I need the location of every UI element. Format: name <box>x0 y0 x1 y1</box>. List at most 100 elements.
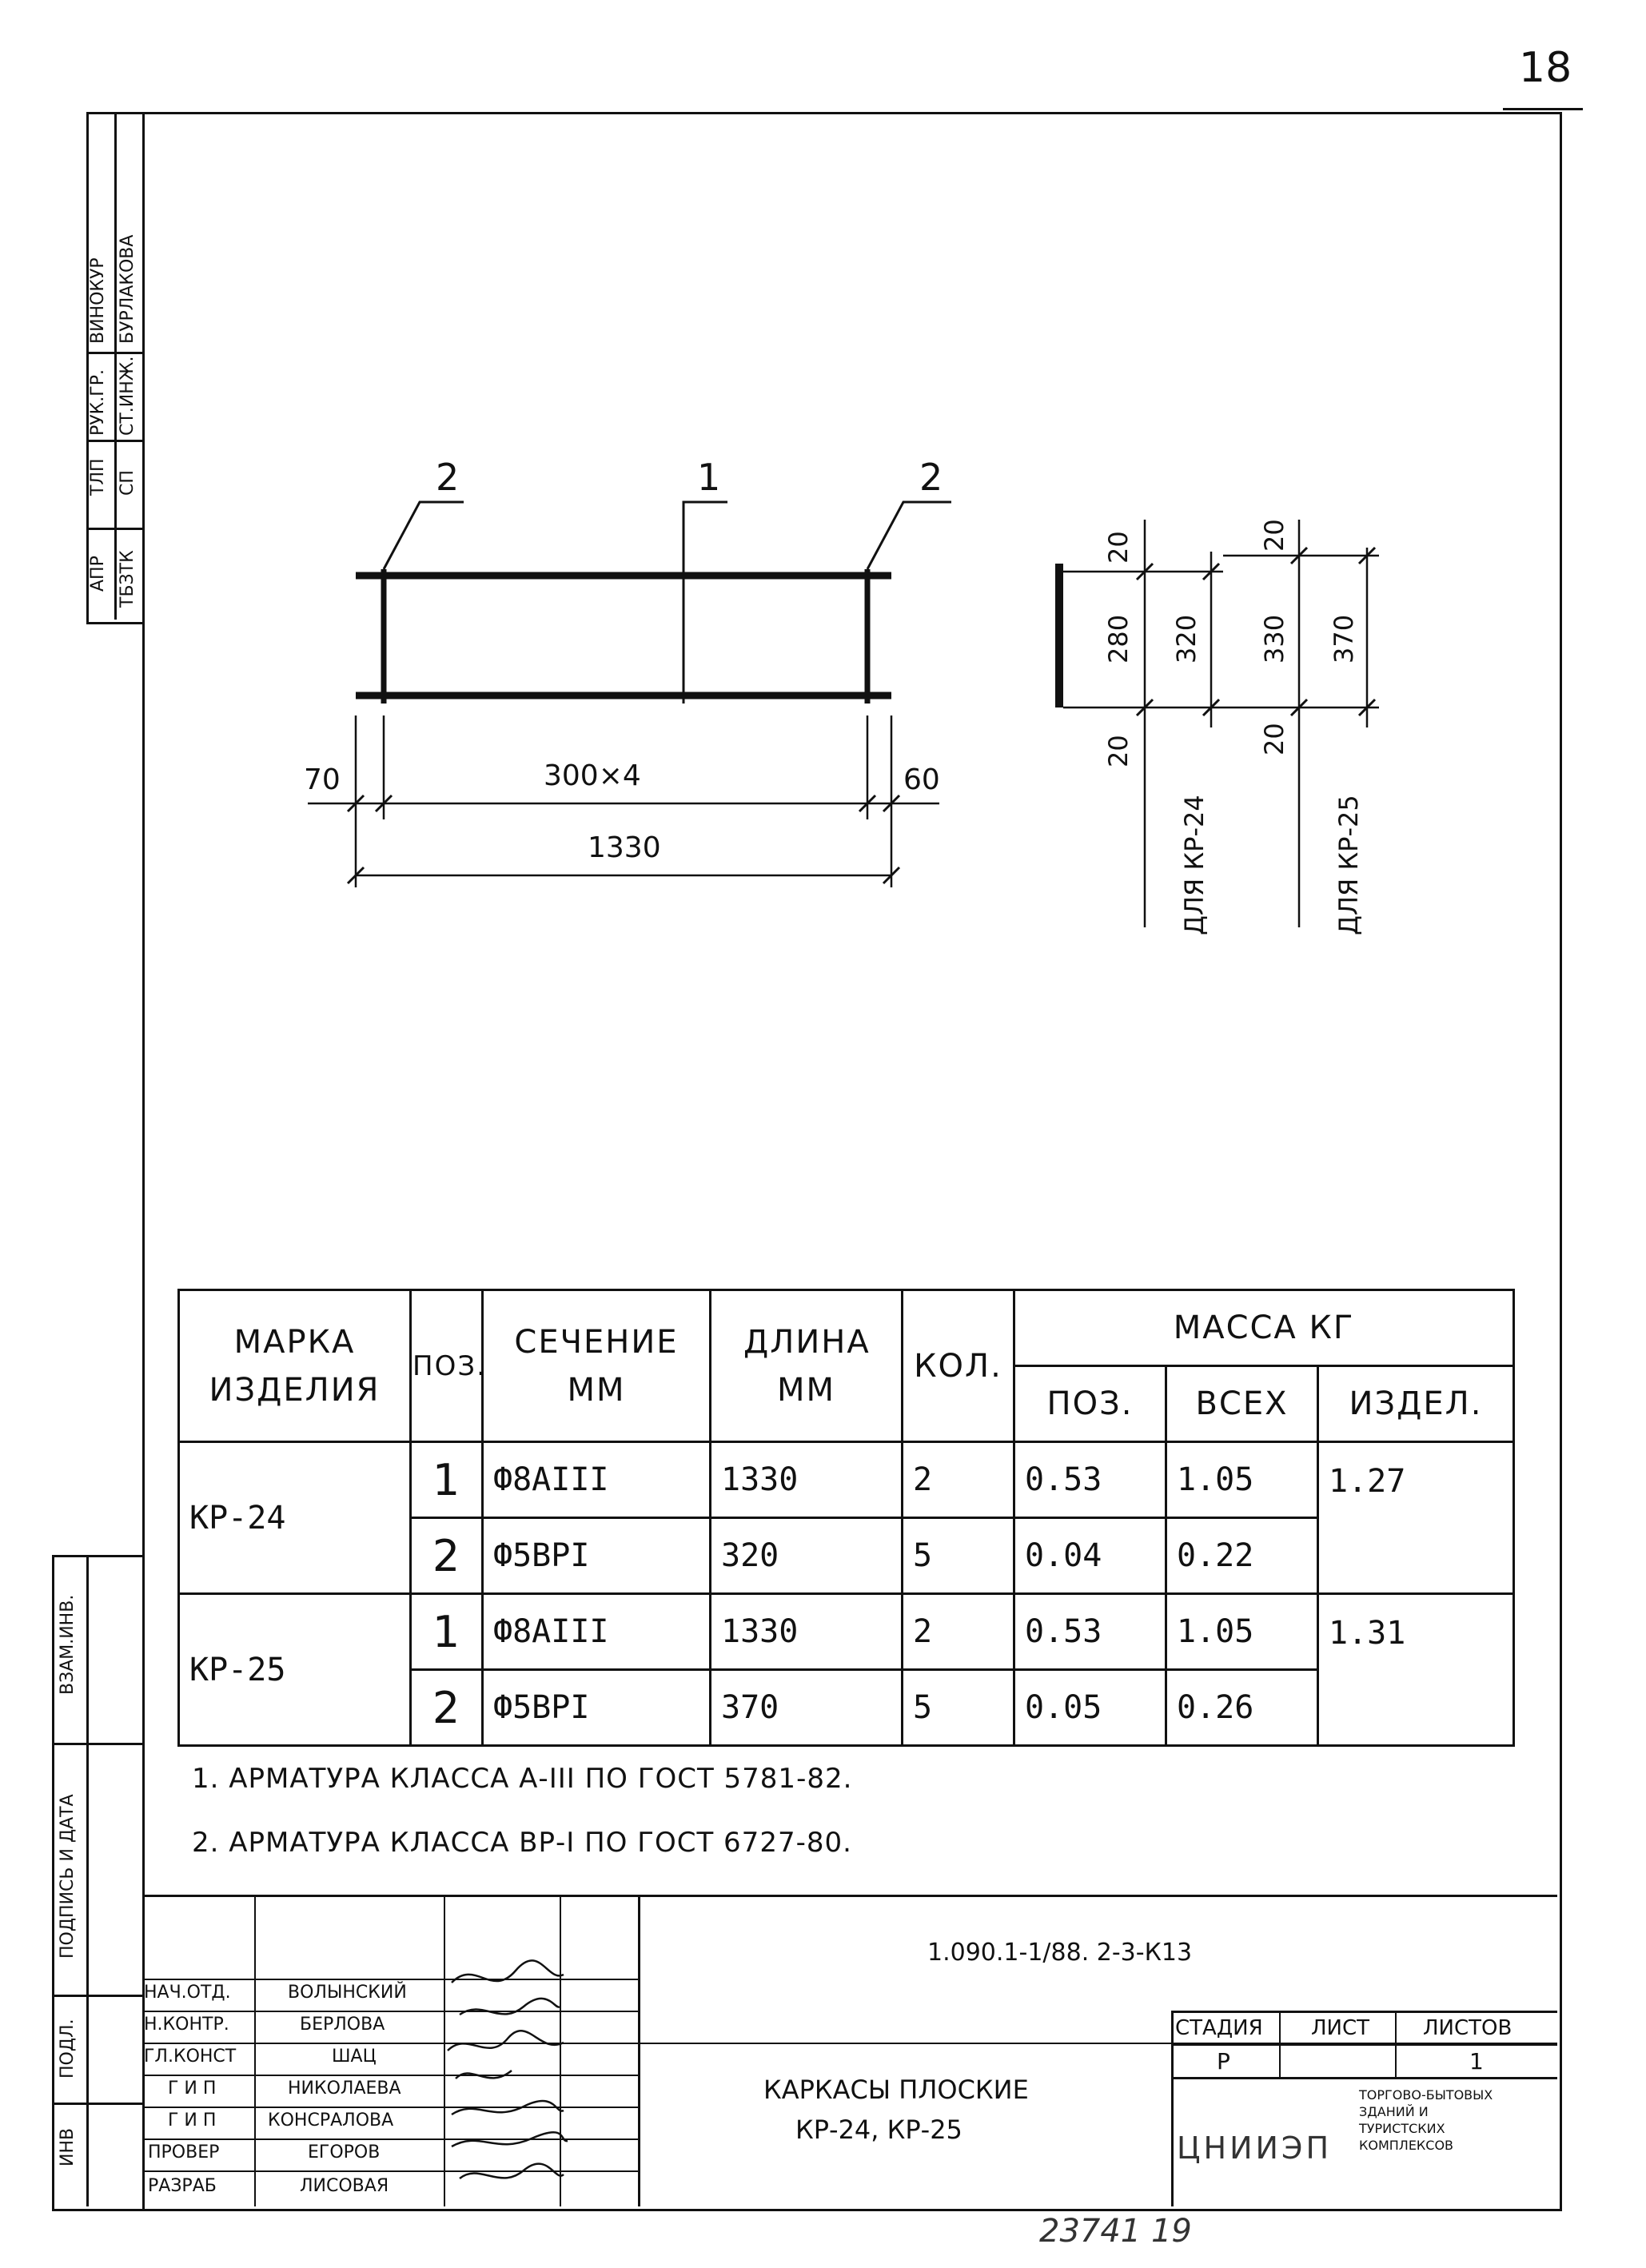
side-label-podpis-data: ПОДПИСЬ И ДАТА <box>58 1794 78 1959</box>
stage-label: СТАДИЯ <box>1175 2016 1263 2040</box>
cell-mass-item: 1.27 <box>1317 1441 1515 1595</box>
cell-mass-all: 1.05 <box>1165 1441 1319 1519</box>
header-mass: МАССА КГ <box>1013 1289 1515 1367</box>
bottom-handwritten-number: 23741 19 <box>1039 2213 1192 2250</box>
header-mass-pos: ПОЗ. <box>1013 1365 1167 1443</box>
sec24-dim-bottom: 20 <box>1103 735 1134 767</box>
sec25-caption: ДЛЯ КР-25 <box>1333 795 1364 935</box>
sig-name-4: КОНСРАЛОВА <box>268 2111 394 2130</box>
sec25-dim-total: 370 <box>1329 614 1359 664</box>
sheet-frame <box>142 112 1562 2211</box>
header-pos: ПОЗ. <box>409 1289 485 1443</box>
dim-label-spacing: 300×4 <box>544 759 641 792</box>
note-2: 2. АРМАТУРА КЛАССА ВР-I ПО ГОСТ 6727-80. <box>192 1827 852 1859</box>
dim-label-overall: 1330 <box>588 831 661 864</box>
note-1: 1. АРМАТУРА КЛАССА А-III ПО ГОСТ 5781-82… <box>192 1763 853 1795</box>
sig-name-0: ВОЛЫНСКИЙ <box>288 1983 407 2003</box>
header-mass-all: ВСЕХ <box>1165 1365 1319 1443</box>
sig-role-6: РАЗРАБ <box>148 2176 217 2196</box>
document-code: 1.090.1-1/88. 2-3-К13 <box>927 1939 1193 1967</box>
leader-label-left: 2 <box>436 456 460 499</box>
side-label-inv: ИНВ <box>58 2127 78 2166</box>
cell-mass-pos: 0.05 <box>1013 1668 1167 1747</box>
sig-name-2: ШАЦ <box>332 2047 377 2067</box>
sec24-dim-middle: 280 <box>1103 614 1134 664</box>
title-line-2: КР-24, КР-25 <box>795 2115 962 2145</box>
signature-scribbles <box>447 1959 568 2180</box>
sheet-number: 18 <box>1519 44 1572 92</box>
sec25-dim-top: 20 <box>1259 519 1289 552</box>
cell-pos: 2 <box>409 1668 484 1747</box>
specification-table: МАРКА ИЗДЕЛИЯ ПОЗ. СЕЧЕНИЕ ММ ДЛИНА ММ К… <box>177 1289 1515 1747</box>
sig-role-1: Н.КОНТР. <box>144 2015 229 2035</box>
sheets-value: 1 <box>1469 2048 1484 2075</box>
cell-section: Ф8АIII <box>481 1441 711 1519</box>
side-label-vzam-inv: ВЗАМ.ИНВ. <box>58 1594 78 1695</box>
cell-pos: 1 <box>409 1441 484 1519</box>
cell-mark: КР-24 <box>177 1441 412 1595</box>
sig-role-5: ПРОВЕР <box>148 2142 220 2162</box>
cell-mass-all: 1.05 <box>1165 1592 1319 1671</box>
cell-length: 370 <box>709 1668 903 1747</box>
cell-qty: 2 <box>901 1441 1015 1519</box>
cell-pos: 1 <box>409 1592 484 1671</box>
side-label-podl: ПОДЛ. <box>58 2019 78 2079</box>
sec24-dim-total: 320 <box>1171 614 1202 664</box>
header-mark: МАРКА ИЗДЕЛИЯ <box>177 1289 412 1443</box>
sig-role-4: Г И П <box>168 2111 217 2130</box>
sig-role-2: ГЛ.КОНСТ <box>144 2047 237 2067</box>
leader-left <box>382 500 464 570</box>
leader-middle <box>682 500 727 576</box>
leader-label-middle: 1 <box>697 456 721 499</box>
leader-label-right: 2 <box>919 456 943 499</box>
header-qty: КОЛ. <box>901 1289 1015 1443</box>
cell-mass-pos: 0.53 <box>1013 1592 1167 1671</box>
cell-section: Ф5ВРI <box>481 1517 711 1595</box>
table-row: 2 Ф5ВРI 370 5 0.05 0.26 <box>179 1668 1514 1747</box>
header-mass-item: ИЗДЕЛ. <box>1317 1365 1515 1443</box>
cell-mark: КР-25 <box>177 1592 412 1747</box>
table-row: 2 Ф5ВРI 320 5 0.04 0.22 <box>179 1517 1514 1595</box>
dim-label-right-end: 60 <box>903 763 940 796</box>
organization: ЦНИИЭП <box>1177 2130 1333 2166</box>
cell-qty: 2 <box>901 1592 1015 1671</box>
cell-mass-all: 0.26 <box>1165 1668 1319 1747</box>
leader-right <box>866 500 951 570</box>
sheet-label: ЛИСТ <box>1311 2016 1370 2040</box>
cell-section: Ф8АIII <box>481 1592 711 1671</box>
table-row: КР-25 1 Ф8АIII 1330 2 0.53 1.05 1.31 <box>177 1592 1515 1747</box>
cell-mass-item: 1.31 <box>1317 1592 1515 1747</box>
cell-qty: 5 <box>901 1517 1015 1595</box>
cell-mass-pos: 0.53 <box>1013 1441 1167 1519</box>
sec24-dim-top: 20 <box>1103 531 1134 564</box>
stage-value: Р <box>1217 2048 1230 2075</box>
table-row: КР-24 1 Ф8АIII 1330 2 0.53 1.05 1.27 <box>177 1441 1515 1595</box>
cell-pos: 2 <box>409 1517 484 1595</box>
sig-role-3: Г И П <box>168 2079 217 2099</box>
cell-length: 1330 <box>709 1441 903 1519</box>
sig-role-0: НАЧ.ОТД. <box>144 1983 231 2003</box>
cell-length: 320 <box>709 1517 903 1595</box>
sheet-number-underline <box>1503 108 1583 110</box>
cell-length: 1330 <box>709 1592 903 1671</box>
cell-section: Ф5ВРI <box>481 1668 711 1747</box>
sig-name-6: ЛИСОВАЯ <box>300 2176 389 2196</box>
header-section: СЕЧЕНИЕ ММ <box>481 1289 711 1443</box>
sec25-dim-middle: 330 <box>1259 614 1289 664</box>
dim-label-left-end: 70 <box>304 763 341 796</box>
cell-mass-all: 0.22 <box>1165 1517 1319 1595</box>
sec25-dim-bottom: 20 <box>1259 723 1289 755</box>
frame-drawing <box>308 500 1379 927</box>
title-line-1: КАРКАСЫ ПЛОСКИЕ <box>763 2075 1029 2105</box>
organization-desc: ТОРГОВО-БЫТОВЫХ ЗДАНИЙ И ТУРИСТСКИХ КОМП… <box>1359 2087 1493 2153</box>
sig-name-1: БЕРЛОВА <box>300 2015 385 2035</box>
sheets-label: ЛИСТОВ <box>1423 2016 1512 2040</box>
cell-mass-pos: 0.04 <box>1013 1517 1167 1595</box>
sig-name-5: ЕГОРОВ <box>308 2142 381 2162</box>
margin-strip-bottom <box>52 1555 145 2211</box>
title-block <box>142 1895 1557 2209</box>
sig-name-3: НИКОЛАЕВА <box>288 2079 401 2099</box>
header-length: ДЛИНА ММ <box>709 1289 903 1443</box>
sec24-caption: ДЛЯ КР-24 <box>1179 795 1210 935</box>
cell-qty: 5 <box>901 1668 1015 1747</box>
